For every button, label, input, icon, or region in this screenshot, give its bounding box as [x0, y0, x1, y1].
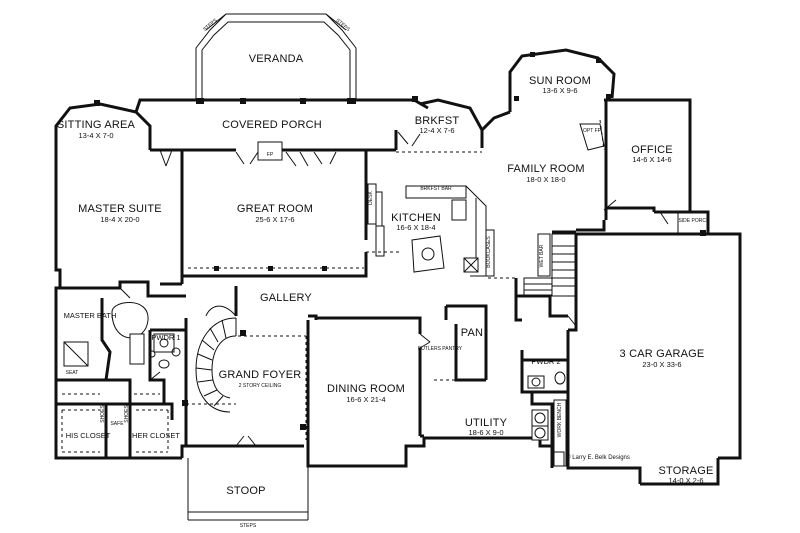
shoes-label-left: SHOES — [100, 405, 106, 423]
room-name-family-room: FAMILY ROOM — [507, 163, 585, 175]
opt-fp-label: OPT FP — [583, 128, 602, 134]
steps-label-bottom: STEPS — [240, 523, 257, 529]
room-name-dining-room: DINING ROOM — [327, 383, 405, 395]
garage-fixtures — [553, 399, 567, 467]
room-name-gallery: GALLERY — [260, 292, 312, 304]
room-name-stoop: STOOP — [226, 485, 265, 497]
room-dims-grand-foyer: 2 STORY CEILING — [239, 383, 282, 389]
grand-staircase — [195, 305, 237, 413]
brkfst-bar-label: BRKFST BAR — [420, 186, 452, 192]
butlers-pantry-label: BUTLERS PANTRY — [418, 346, 463, 352]
bookcases-label: BOOKCASES — [486, 236, 492, 268]
room-dims-master-suite: 18-4 X 20-0 — [100, 215, 139, 224]
room-dims-kitchen: 16-6 X 18-4 — [396, 223, 435, 232]
room-name-great-room: GREAT ROOM — [237, 203, 313, 215]
room-name-pwdr-2: PWDR 2 — [531, 357, 560, 366]
room-dims-sitting-area: 13-4 X 7-0 — [78, 131, 113, 140]
dashed-openings — [186, 119, 605, 440]
room-name-pwdr-1: PWDR 1 — [151, 333, 180, 342]
room-dims-brkfst: 12-4 X 7-6 — [419, 126, 454, 135]
room-name-utility: UTILITY — [465, 417, 508, 429]
room-name-brkfst: BRKFST — [415, 115, 460, 127]
copyright-label: © Larry E. Belk Designs — [566, 454, 630, 461]
room-name-kitchen: KITCHEN — [391, 212, 441, 224]
room-name-garage: 3 CAR GARAGE — [620, 348, 705, 360]
columns — [94, 52, 706, 430]
room-name-her-closet: HER CLOSET — [132, 431, 180, 440]
room-dims-sun-room: 13-6 X 9-6 — [542, 86, 577, 95]
room-dims-utility: 18-6 X 9-0 — [468, 428, 503, 437]
room-name-covered-porch: COVERED PORCH — [222, 119, 322, 131]
room-name-pan: PAN — [461, 327, 483, 339]
room-name-sun-room: SUN ROOM — [529, 75, 591, 87]
fp-label: FP — [267, 152, 274, 158]
room-name-grand-foyer: GRAND FOYER — [219, 369, 302, 381]
kitchen-fixtures — [367, 183, 495, 277]
room-name-sitting-area: SITTING AREA — [57, 119, 136, 131]
room-name-veranda: VERANDA — [249, 53, 304, 65]
room-dims-dining-room: 16-6 X 21-4 — [346, 395, 385, 404]
closet-shelving — [61, 393, 169, 453]
doors — [119, 131, 669, 447]
brkfst-bar — [405, 185, 467, 199]
wet-bar-label: WET BAR — [539, 244, 545, 267]
work-bench-label: WORK BENCH — [557, 402, 563, 437]
room-name-master-suite: MASTER SUITE — [78, 203, 162, 215]
room-dims-family-room: 18-0 X 18-0 — [526, 175, 565, 184]
exterior-walls — [54, 48, 742, 521]
room-dims-storage: 14-0 X 2-6 — [668, 476, 703, 485]
fireplace — [257, 141, 283, 161]
room-dims-great-room: 25-6 X 17-6 — [255, 215, 294, 224]
optional-fireplace — [579, 123, 605, 151]
safe-label: SAFE — [110, 421, 124, 427]
shoes-label-right: SHOES — [124, 405, 130, 423]
room-name-storage: STORAGE — [659, 465, 714, 477]
room-name-office: OFFICE — [631, 144, 673, 156]
interior-walls — [56, 130, 608, 458]
seat-label: SEAT — [66, 370, 79, 376]
room-name-master-bath: MASTER BATH — [64, 311, 117, 320]
tub — [111, 301, 149, 339]
rear-stairs — [523, 233, 577, 297]
desk-label: DESK — [368, 191, 374, 205]
steps-label-left: STEPS — [202, 17, 219, 33]
bath-fixtures — [63, 301, 566, 441]
room-dims-office: 14-6 X 14-6 — [632, 155, 671, 164]
kitchen-island — [411, 235, 445, 273]
room-name-side-porch: SIDE PORCH — [678, 218, 710, 224]
room-dims-garage: 23-0 X 33-6 — [642, 360, 681, 369]
room-name-his-closet: HIS CLOSET — [66, 431, 111, 440]
